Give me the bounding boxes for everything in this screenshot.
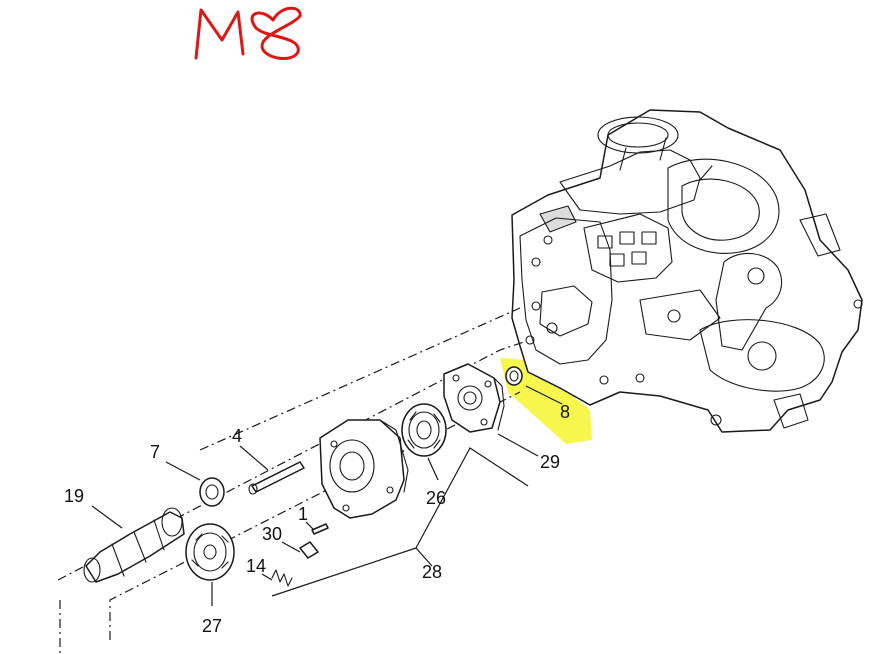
camshaft-part-19 xyxy=(83,507,185,583)
leader-7 xyxy=(165,461,201,481)
callout-19: 19 xyxy=(64,486,84,506)
highlight-marker xyxy=(500,358,592,444)
leader-29 xyxy=(497,433,539,457)
callout-8: 8 xyxy=(560,402,570,422)
callout-30: 30 xyxy=(262,524,282,544)
leader-4 xyxy=(239,445,269,471)
o-ring-part-8 xyxy=(505,366,523,386)
callout-14: 14 xyxy=(246,556,266,576)
callout-29: 29 xyxy=(540,452,560,472)
crankcase-housing xyxy=(511,109,863,433)
oil-pump-cover xyxy=(443,363,505,433)
spring-part-14 xyxy=(271,569,293,587)
callout-28: 28 xyxy=(422,562,442,582)
pin-part-1 xyxy=(311,523,329,535)
drive-gear-part-27 xyxy=(185,523,235,581)
handwritten-m8-note xyxy=(194,6,302,61)
oil-pump-body xyxy=(319,419,409,519)
callout-1: 1 xyxy=(298,504,308,524)
leader-8 xyxy=(525,385,563,405)
gerotor-set xyxy=(401,403,447,457)
callout-26: 26 xyxy=(426,488,446,508)
leader-14 xyxy=(261,573,273,581)
leader-26 xyxy=(427,457,439,481)
leader-lines xyxy=(91,385,563,606)
callout-7: 7 xyxy=(150,442,160,462)
callout-28-bracket xyxy=(271,447,529,597)
assembly-centerlines xyxy=(57,307,525,654)
leader-1 xyxy=(305,521,315,531)
plug-part-30 xyxy=(299,541,319,559)
callout-27: 27 xyxy=(202,616,222,636)
leader-19 xyxy=(91,505,123,529)
callout-4: 4 xyxy=(232,426,242,446)
leader-30 xyxy=(281,541,301,553)
bolt-part-4 xyxy=(248,461,305,495)
bearing-part-7 xyxy=(199,477,225,507)
